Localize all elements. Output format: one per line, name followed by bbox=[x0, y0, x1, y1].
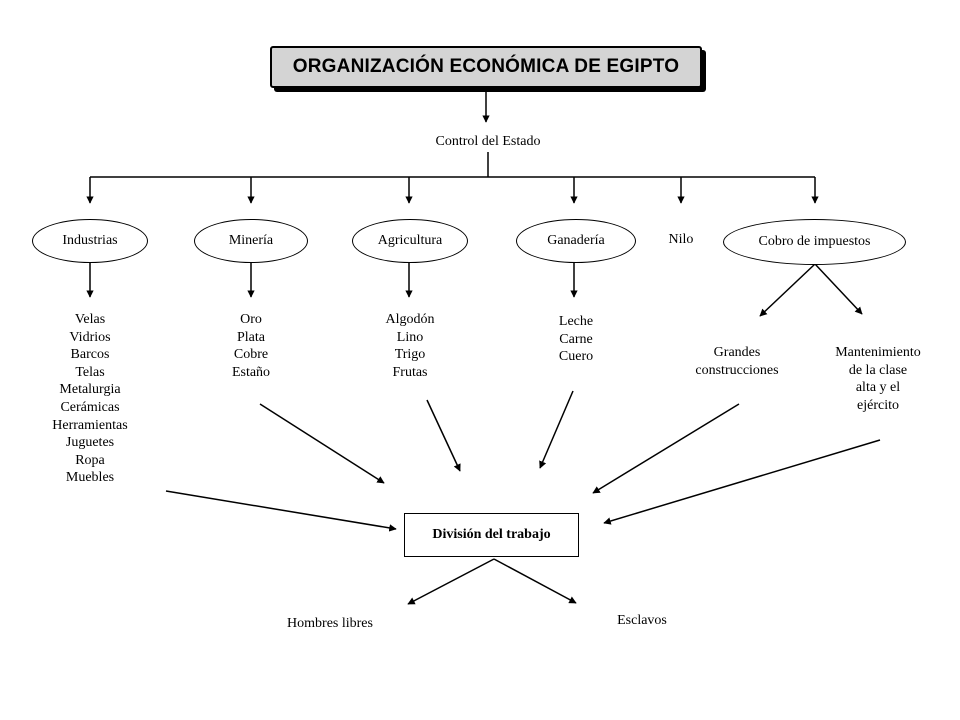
mantenimiento-to-division bbox=[603, 439, 881, 525]
list-item: Velas bbox=[74, 312, 106, 327]
division-to-hombres bbox=[407, 558, 495, 605]
list-item: alta y el bbox=[855, 380, 901, 396]
list-item: Cuero bbox=[558, 349, 594, 365]
list-mantenimiento: Mantenimiento de la clase alta y el ejér… bbox=[818, 344, 938, 414]
diagram-title: ORGANIZACIÓN ECONÓMICA DE EGIPTO bbox=[270, 46, 702, 88]
impuestos-to-grandes bbox=[759, 263, 816, 317]
list-item: Telas bbox=[75, 364, 105, 380]
list-item: Herramientas bbox=[52, 417, 128, 433]
list-item: Plata bbox=[237, 329, 265, 345]
list-item: Algodón bbox=[385, 312, 435, 327]
list-item: Grandes bbox=[713, 345, 761, 360]
list-industrias: Velas Vidrios Barcos Telas Metalurgia Ce… bbox=[30, 311, 150, 487]
node-agricultura: Agricultura bbox=[352, 219, 468, 263]
list-item: Leche bbox=[558, 314, 594, 329]
grandes-to-division bbox=[592, 403, 740, 494]
node-impuestos: Cobro de impuestos bbox=[723, 219, 906, 265]
list-item: de la clase bbox=[848, 362, 908, 378]
list-item: Frutas bbox=[392, 364, 428, 380]
node-nilo: Nilo bbox=[668, 232, 694, 247]
list-item: Lino bbox=[396, 329, 424, 345]
list-item: Muebles bbox=[65, 470, 115, 486]
list-grandes-construcciones: Grandes construcciones bbox=[672, 344, 802, 379]
division-to-esclavos bbox=[493, 558, 577, 604]
list-item: Metalurgia bbox=[59, 382, 121, 398]
list-item: Vidrios bbox=[69, 329, 111, 345]
mineria-to-division bbox=[259, 403, 385, 484]
list-item: Oro bbox=[240, 312, 262, 327]
list-item: Ropa bbox=[75, 452, 105, 468]
agricultura-to-division bbox=[426, 399, 461, 472]
list-mineria: Oro Plata Cobre Estaño bbox=[201, 311, 301, 381]
list-item: Juguetes bbox=[65, 435, 115, 451]
outcome-esclavos: Esclavos bbox=[617, 613, 667, 628]
division-box: División del trabajo bbox=[404, 513, 579, 557]
node-industrias: Industrias bbox=[32, 219, 148, 263]
impuestos-to-mantenimiento bbox=[814, 263, 863, 315]
list-item: Mantenimiento bbox=[835, 345, 921, 360]
list-item: Estaño bbox=[231, 364, 271, 380]
list-item: Trigo bbox=[394, 347, 426, 363]
list-item: Carne bbox=[559, 331, 593, 347]
industrias-to-division bbox=[165, 490, 397, 532]
list-item: construcciones bbox=[695, 362, 779, 378]
list-item: Barcos bbox=[70, 347, 110, 363]
node-ganaderia: Ganadería bbox=[516, 219, 636, 263]
list-item: Cerámicas bbox=[60, 399, 120, 415]
list-item: ejército bbox=[857, 397, 899, 413]
outcome-hombres-libres: Hombres libres bbox=[287, 616, 373, 631]
ganaderia-to-division bbox=[539, 390, 574, 469]
list-ganaderia: Leche Carne Cuero bbox=[526, 313, 626, 366]
node-mineria: Minería bbox=[194, 219, 308, 263]
list-item: Cobre bbox=[233, 347, 269, 363]
list-agricultura: Algodón Lino Trigo Frutas bbox=[360, 311, 460, 381]
control-label: Control del Estado bbox=[435, 134, 541, 149]
